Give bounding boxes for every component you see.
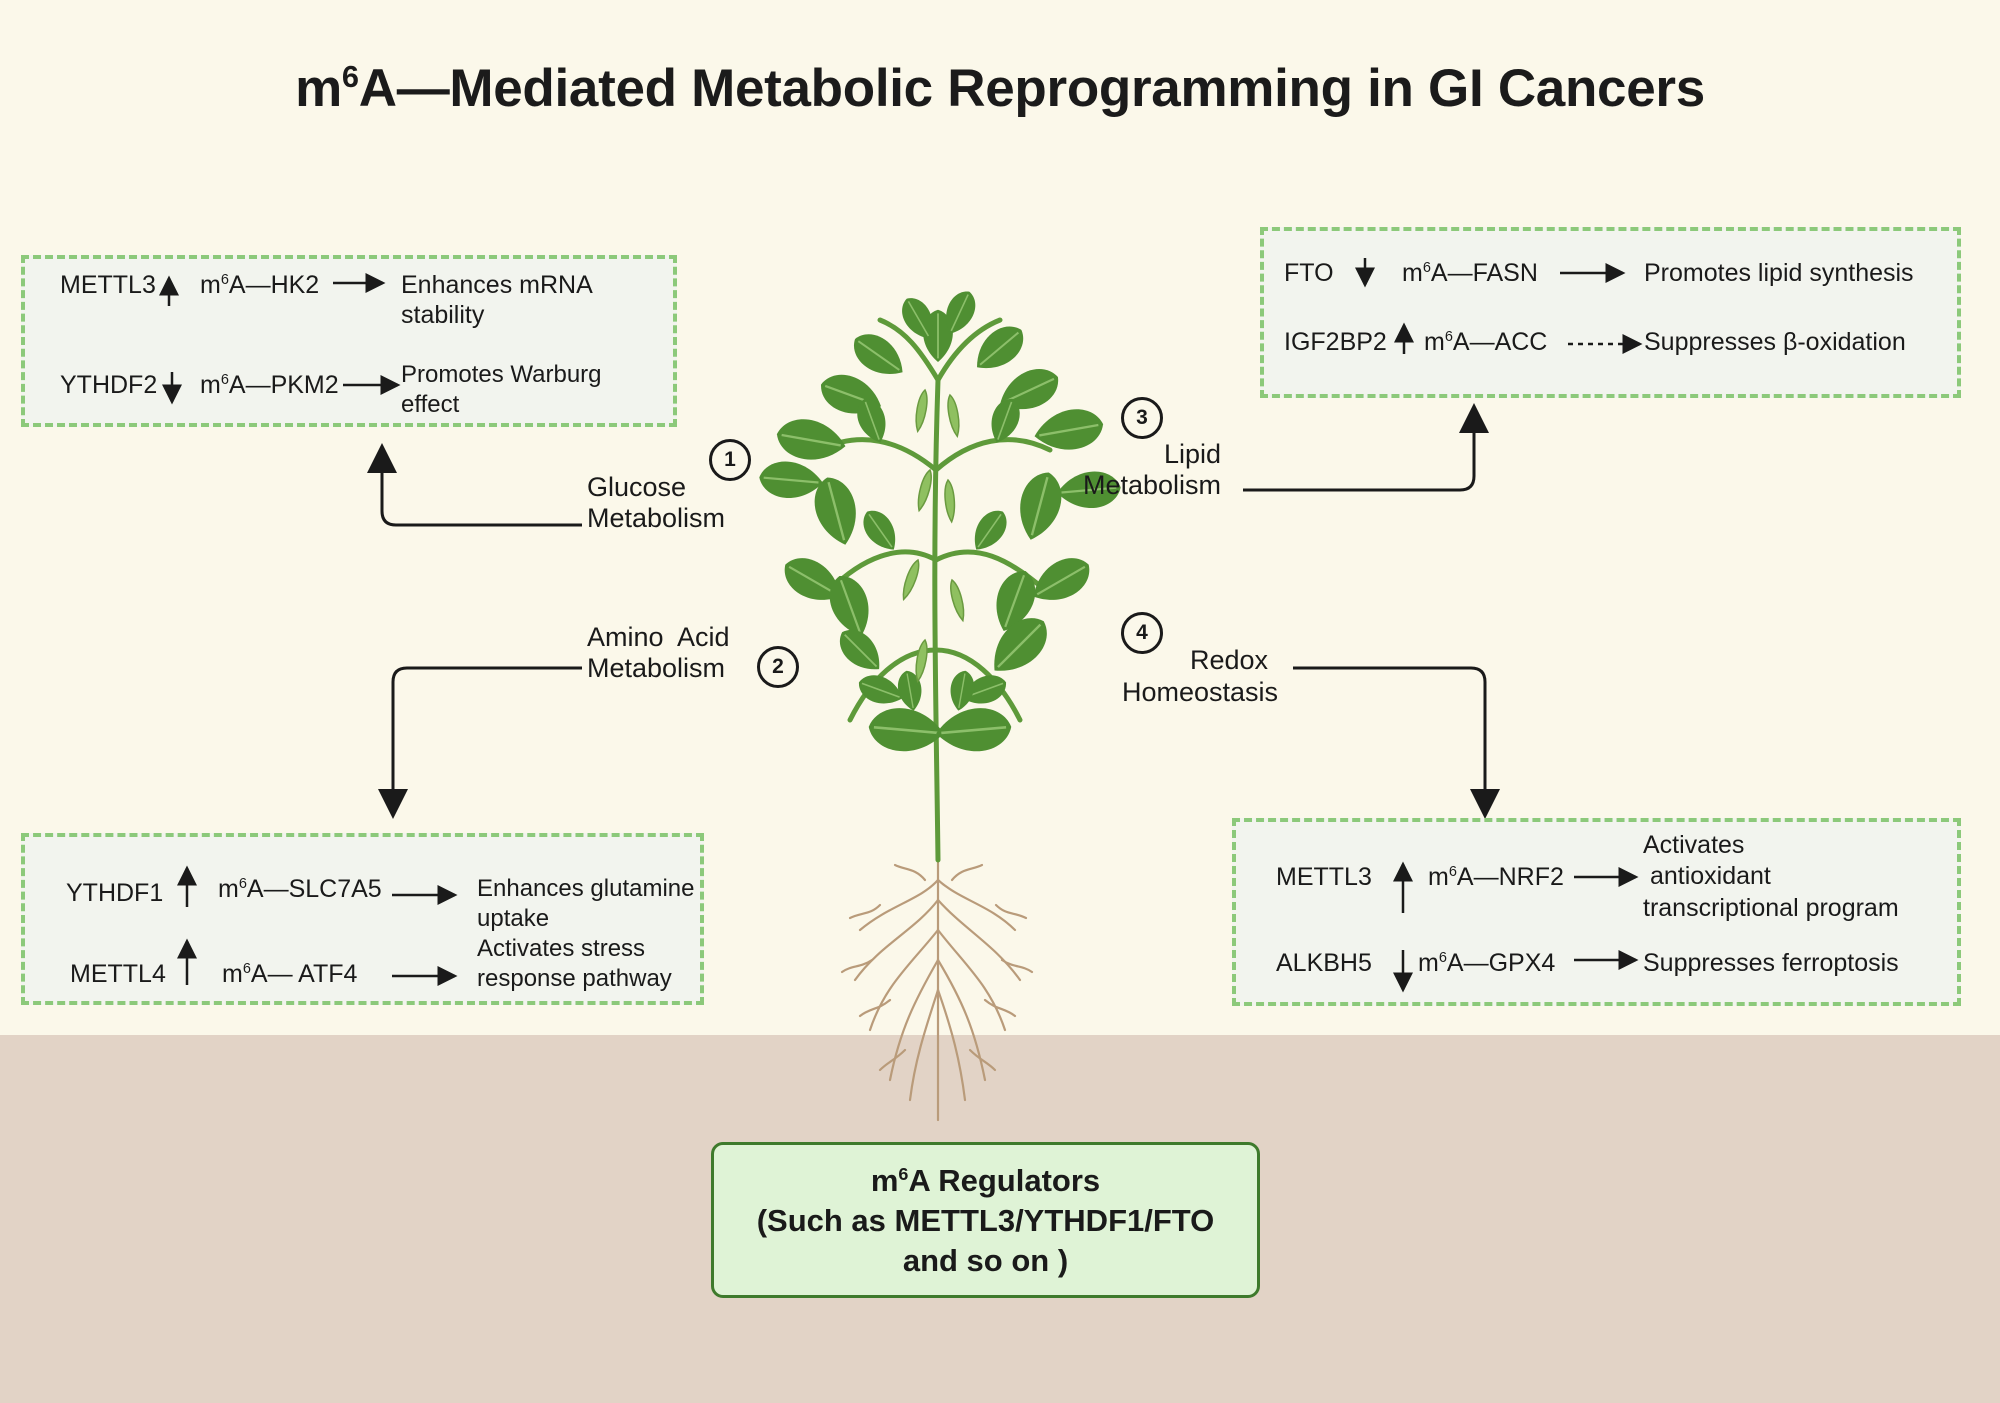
lipid-connector — [1243, 403, 1489, 492]
plant-roots — [840, 858, 1034, 1122]
hub-label: Metabolism — [587, 503, 726, 533]
regulator-label: METTL4 — [70, 960, 166, 988]
effect-label: Promotes Warburg — [401, 361, 602, 388]
effect-label: uptake — [477, 905, 550, 932]
target-label: m6A— ATF4 — [222, 960, 358, 988]
target-label: m6A—HK2 — [200, 271, 320, 299]
effect-label: Suppresses β-oxidation — [1644, 328, 1906, 356]
glucose-connector — [367, 443, 582, 527]
pathway-number-badge: 3 — [1121, 397, 1163, 439]
effect-label: stability — [401, 301, 485, 329]
effect-label: response pathway — [477, 965, 672, 992]
regulators-examples: (Such as METTL3/YTHDF1/FTO — [756, 1203, 1215, 1238]
pathway-connectors — [367, 403, 1500, 819]
regulators-suffix: and so on ) — [902, 1243, 1069, 1278]
effect-label: Enhances glutamine — [477, 875, 695, 902]
redox-homeostasis-panel — [1232, 818, 1961, 1006]
hub-label: Metabolism — [587, 653, 726, 683]
effect-label: antioxidant — [1643, 862, 1771, 890]
pathway-number-badge: 2 — [757, 646, 799, 688]
lipid-metabolism-panel — [1260, 227, 1961, 398]
regulator-label: YTHDF2 — [60, 371, 158, 399]
amino-acid-metabolism-panel — [21, 833, 704, 1005]
hub-label: Metabolism — [1083, 470, 1222, 500]
page-title: m6A—Mediated Metabolic Reprogramming in … — [295, 58, 1705, 118]
target-label: m6A—SLC7A5 — [218, 875, 382, 903]
target-label: m6A—FASN — [1402, 259, 1538, 287]
target-label: m6A—PKM2 — [200, 371, 339, 399]
hub-label: Amino Acid — [587, 622, 730, 652]
effect-label: Enhances mRNA — [401, 271, 593, 299]
hub-label: Redox — [1190, 645, 1269, 675]
regulator-label: YTHDF1 — [66, 879, 164, 907]
effect-label: transcriptional program — [1643, 894, 1899, 922]
effect-label: effect — [401, 391, 460, 418]
target-label: m6A—NRF2 — [1428, 863, 1564, 891]
target-label: m6A—ACC — [1424, 328, 1548, 356]
effect-label: Activates — [1643, 831, 1745, 859]
regulator-label: METTL3 — [1276, 863, 1372, 891]
regulators-box: m6A Regulators (Such as METTL3/YTHDF1/FT… — [711, 1142, 1260, 1298]
regulator-label: ALKBH5 — [1276, 949, 1372, 977]
effect-label: Suppresses ferroptosis — [1643, 949, 1899, 977]
effect-label: Activates stress — [477, 935, 646, 962]
regulator-label: METTL3 — [60, 271, 156, 299]
target-label: m6A—GPX4 — [1418, 949, 1556, 977]
regulator-label: FTO — [1284, 259, 1334, 287]
pathway-number-badge: 4 — [1121, 612, 1163, 654]
hub-label: Glucose — [587, 472, 687, 502]
hub-label: Lipid — [1164, 439, 1222, 469]
effect-label: Promotes lipid synthesis — [1644, 259, 1914, 287]
amino-connector — [378, 666, 582, 819]
redox-connector — [1293, 666, 1500, 819]
hub-label: Homeostasis — [1122, 677, 1279, 707]
regulator-label: IGF2BP2 — [1284, 328, 1387, 356]
pathway-number-badge: 1 — [709, 439, 751, 481]
regulators-title: m6A Regulators — [870, 1163, 1101, 1198]
